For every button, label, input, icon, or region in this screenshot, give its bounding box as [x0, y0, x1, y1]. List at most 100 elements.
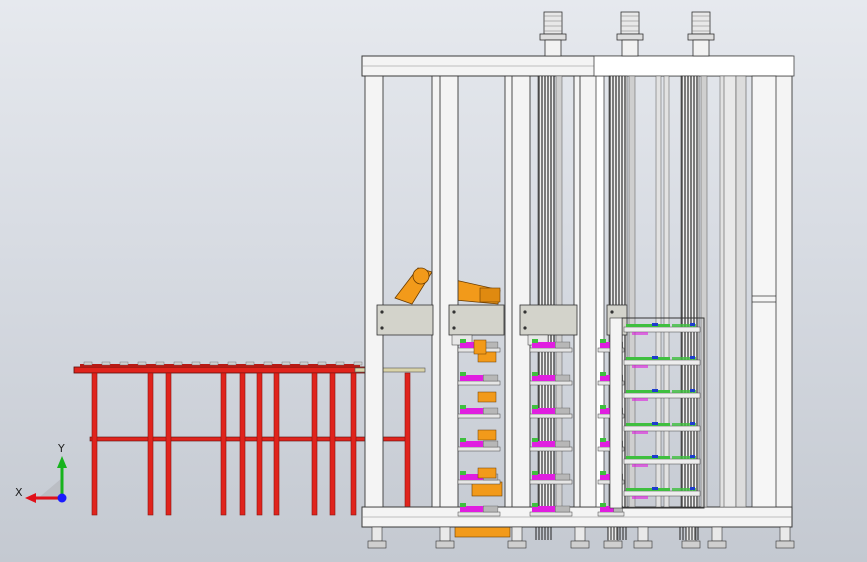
tray-part-grey [483, 440, 499, 448]
tray-part-magenta [532, 342, 556, 348]
tray-plate [457, 413, 501, 419]
conveyor-roller [245, 361, 255, 366]
tray-part-grey [555, 505, 571, 513]
tray [597, 503, 625, 517]
tray-marker-green [532, 339, 538, 343]
foot-pad [681, 540, 701, 549]
leveling-foot-icon [507, 526, 527, 549]
conveyor-roller [227, 361, 237, 366]
conveyor-top-rail [73, 366, 367, 374]
conveyor-cross-bar [89, 436, 409, 442]
carriage-bolt [610, 310, 614, 314]
leveling-foot-icon [570, 526, 590, 549]
tray-marker-green [532, 503, 538, 507]
tray-part-magenta [460, 342, 484, 348]
tray-wide [623, 455, 701, 467]
tray-part-blue [652, 487, 658, 490]
carriage-bolt [452, 326, 456, 330]
lead-screw-column [537, 75, 563, 508]
tray-part-magenta [532, 506, 556, 512]
storage-rack-frame [361, 55, 795, 528]
tray-plate [623, 458, 701, 465]
tray-part-magenta [532, 375, 556, 381]
foot-pad [507, 540, 527, 549]
leveling-foot-icon [435, 526, 455, 549]
triad-z-origin-icon [57, 493, 67, 503]
conveyor-roller [281, 361, 291, 366]
conveyor-roller [155, 361, 165, 366]
motor-body [620, 11, 640, 35]
tray-part-magenta [460, 408, 484, 414]
conveyor-top-plate [80, 364, 360, 367]
tray-part-magenta [600, 342, 615, 348]
leveling-foot-icon [603, 526, 623, 549]
tray [457, 372, 501, 386]
tray-plate [529, 380, 573, 386]
tray-part-green [672, 357, 696, 360]
tray-part-blue [652, 323, 658, 326]
tray-part-blue [652, 422, 658, 425]
tray-part-magenta [632, 496, 648, 499]
triad-y-label: Y [57, 442, 65, 455]
triad-x-label: X [15, 486, 23, 499]
tray-part-green [672, 324, 696, 327]
tray-plate [623, 392, 701, 399]
tray-part-magenta [460, 474, 484, 480]
tray-part-blue [690, 389, 695, 392]
leveling-foot-icon [633, 526, 653, 549]
tray-marker-green [600, 405, 606, 409]
foot-stem [439, 526, 451, 542]
foot-stem [711, 526, 723, 542]
tray-part-grey [555, 341, 571, 349]
servo-motor-icon [687, 11, 715, 57]
conveyor-roller [317, 361, 327, 366]
tray [529, 339, 573, 353]
tray-marker-green [532, 438, 538, 442]
tray-part-green [672, 488, 696, 491]
tray-part-magenta [600, 506, 615, 512]
tray-part-green [626, 488, 670, 491]
tray-part-magenta [632, 464, 648, 467]
tray-part-blue [652, 389, 658, 392]
guide-rail [663, 75, 670, 508]
conveyor-leg [220, 372, 227, 516]
motor-flange [539, 33, 567, 41]
tray-part-magenta [600, 474, 615, 480]
tray-part-grey [555, 374, 571, 382]
tray-part-grey [555, 473, 571, 481]
frame-post [511, 75, 531, 508]
tray-plate [457, 446, 501, 452]
triad-x-arrow-icon [25, 493, 36, 503]
tray-plate [623, 326, 701, 333]
tray-part-magenta [460, 375, 484, 381]
tray-plate [597, 511, 625, 517]
conveyor-roller [137, 361, 147, 366]
foot-stem [779, 526, 791, 542]
servo-motor-icon [539, 11, 567, 57]
tray-plate [623, 359, 701, 366]
conveyor-roller [101, 361, 111, 366]
tray-part-green [672, 456, 696, 459]
tray-plate [529, 347, 573, 353]
robot-joint [412, 267, 430, 285]
carriage-bolt [452, 310, 456, 314]
motor-body [691, 11, 711, 35]
column-body [680, 75, 700, 508]
tray-part-magenta [460, 506, 484, 512]
carriage-beam [376, 304, 434, 336]
tray-part-magenta [632, 365, 648, 368]
foot-stem [574, 526, 586, 542]
conveyor-leg [329, 372, 336, 516]
tray-part-grey [483, 407, 499, 415]
tray [529, 503, 573, 517]
orange-fixture [477, 351, 497, 363]
tray-part-magenta [632, 398, 648, 401]
foot-pad [707, 540, 727, 549]
tray-marker-green [532, 471, 538, 475]
motor-flange [616, 33, 644, 41]
leveling-foot-icon [681, 526, 701, 549]
tray-plate [623, 425, 701, 432]
tray-part-grey [483, 374, 499, 382]
